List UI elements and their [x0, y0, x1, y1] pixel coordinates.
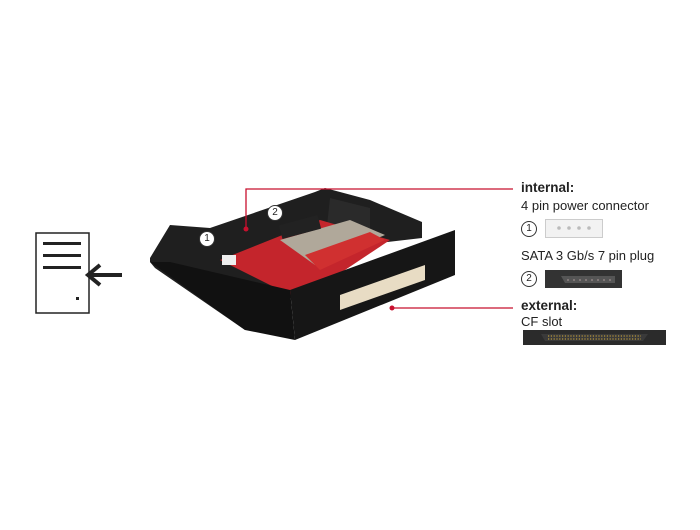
sata-number: 2 [521, 271, 537, 287]
cf-slot-label: CF slot [521, 314, 563, 329]
document-insert-icon [35, 232, 122, 314]
cf-slot-icon [523, 330, 666, 345]
internal-heading: internal: [521, 180, 575, 195]
power-connector-icon [545, 219, 603, 238]
external-heading: external: [521, 298, 578, 313]
product-marker-1: 1 [199, 231, 215, 247]
sata-plug-icon [545, 270, 622, 288]
product-marker-2: 2 [267, 205, 283, 221]
sata-label: SATA 3 Gb/s 7 pin plug [521, 248, 655, 263]
cf-card-reader-product [150, 188, 455, 340]
power-number: 1 [521, 221, 537, 237]
power-connector-label: 4 pin power connector [521, 198, 649, 213]
